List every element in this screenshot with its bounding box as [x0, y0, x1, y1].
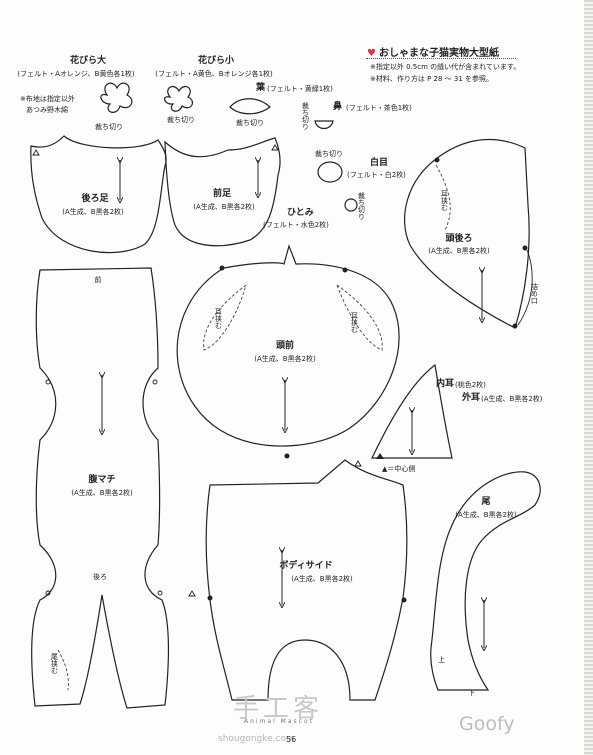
- petal-small-spec: (フェルト・A黄色、Bオレンジ各1枚): [155, 70, 273, 78]
- head-back-shape: [404, 138, 530, 329]
- page-title: ♥おしゃまな子猫実物大型紙: [367, 44, 499, 59]
- outer-ear-name: 外耳: [462, 393, 481, 403]
- dot-head-back-top: [434, 157, 440, 163]
- head-front-name: 頭前: [275, 341, 295, 351]
- front-leg-name: 前足: [212, 189, 232, 199]
- nose-shape: [314, 120, 334, 130]
- heart-icon: ♥: [367, 48, 376, 59]
- page-number: 56: [286, 735, 297, 744]
- tri-body-left: [188, 590, 196, 597]
- pupil-shape: [344, 198, 358, 212]
- leaf-spec: (フェルト・黄緑1枚): [267, 85, 333, 93]
- nose-spec: (フェルト・茶色1枚): [346, 104, 412, 112]
- tail-name: 尾: [481, 497, 491, 507]
- belly-front-mark: 前: [94, 276, 102, 284]
- fabric-note-1: ※布地は指定以外: [20, 95, 75, 103]
- ear-shape: [371, 363, 453, 459]
- petal-small-name: 花びら小: [197, 56, 235, 66]
- petal-large-spec: (フェルト・Aオレンジ、B黄色各1枚): [17, 70, 135, 78]
- notch-belly-4: [157, 590, 163, 596]
- watermark-logo: 手工客: [233, 694, 324, 724]
- back-leg-shape: [30, 135, 167, 254]
- center-mark-legend: ▲＝中心側: [382, 465, 416, 473]
- tail-guide: [57, 649, 69, 691]
- head-back-name: 頭後ろ: [445, 234, 473, 244]
- tri-back-leg: [32, 149, 40, 156]
- ear-guide-right: [203, 284, 247, 351]
- dot-body-right: [401, 597, 407, 603]
- dot-head-back-1: [522, 245, 528, 251]
- center-mark-ear: [376, 453, 384, 459]
- title-rule: [366, 58, 516, 59]
- petal-small-shape: [164, 85, 194, 112]
- belly-spec: (A生成、B黒各2枚): [71, 489, 133, 497]
- cut-label-petal-small: 裁ち切り: [167, 116, 195, 124]
- body-side-shape: [205, 459, 408, 701]
- head-front-shape: [176, 244, 400, 447]
- tail-insert-label: 尾挟む: [50, 653, 59, 674]
- petal-large-shape: [100, 82, 133, 113]
- tri-front-leg: [271, 144, 279, 151]
- head-back-spec: (A生成、B黒各2枚): [428, 247, 490, 255]
- ear-insert-headback: 耳挟む: [440, 190, 449, 211]
- head-front-spec: (A生成、B黒各2枚): [254, 355, 316, 363]
- tail-bottom-mark: 下: [468, 689, 475, 697]
- belly-back-mark: 後ろ: [93, 573, 107, 581]
- front-leg-shape: [164, 137, 281, 247]
- watermark-mascot: Animal Mascot: [244, 718, 314, 725]
- ear-guide-left: [336, 284, 383, 351]
- dot-head-front-bottom: [284, 453, 290, 459]
- eye-white-shape: [317, 161, 343, 183]
- ear-insert-left: 耳挟む: [214, 308, 223, 329]
- nose-name: 鼻: [333, 102, 343, 112]
- cut-label-leaf: 裁ち切り: [236, 119, 264, 127]
- tri-body-right: [354, 460, 362, 467]
- dot-head-front-left: [219, 265, 225, 271]
- belly-shape: [31, 267, 170, 709]
- page-title-text: おしゃまな子猫実物大型紙: [378, 48, 499, 59]
- tail-top-mark: 上: [438, 656, 445, 664]
- fabric-note-2: あつみ野木綿: [26, 106, 68, 114]
- leaf-shape: [229, 98, 271, 115]
- body-side-name: ボディサイド: [279, 561, 333, 571]
- inner-ear-name: 内耳: [436, 379, 455, 389]
- watermark-author: Goofy: [459, 713, 515, 735]
- eye-white-name: 白目: [370, 158, 389, 168]
- belly-name: 腹マチ: [88, 475, 116, 485]
- outer-ear-spec: (A生成、B黒各2枚): [481, 395, 543, 403]
- notch-belly-1: [45, 379, 51, 385]
- cut-label-pupil: 裁ち切り: [357, 192, 366, 220]
- notch-belly-3: [45, 590, 51, 596]
- notch-belly-2: [152, 379, 158, 385]
- eye-white-spec: (フェルト・白2枚): [347, 171, 406, 179]
- page-edge: [584, 0, 593, 755]
- ear-insert-right: 耳挟む: [350, 312, 359, 333]
- back-leg-spec: (A生成、B黒各2枚): [62, 208, 124, 216]
- petal-large-name: 花びら大: [69, 56, 107, 66]
- watermark-site: shougongke.com: [218, 734, 295, 744]
- stuff-opening-label: 詰め口: [530, 283, 539, 304]
- tail-shape: [430, 471, 541, 691]
- cut-label-eye: 裁ち切り: [315, 150, 343, 158]
- body-side-spec: (A生成、B黒各2枚): [291, 575, 353, 583]
- ear-guide-headback: [435, 164, 451, 231]
- cut-label-petal-large: 裁ち切り: [95, 123, 123, 131]
- front-leg-spec: (A生成、B黒各2枚): [193, 203, 255, 211]
- stuff-opening-bracket: [517, 249, 533, 326]
- dot-body-left: [207, 595, 213, 601]
- pupil-name: ひとみ: [287, 208, 314, 218]
- dot-head-front-right: [342, 267, 348, 273]
- pupil-spec: (フェルト・水色2枚): [263, 221, 329, 229]
- tail-spec: (A生成、B黒各2枚): [455, 511, 517, 519]
- back-leg-name: 後ろ足: [81, 194, 109, 204]
- dot-head-back-2: [512, 323, 518, 329]
- note-seam: ※指定以外 0.5cm の縫い代が含まれています。: [370, 63, 521, 71]
- note-materials: ※材料、作り方は P 28 ～ 31 を参照。: [370, 75, 494, 83]
- inner-ear-spec: (桃色2枚): [455, 381, 486, 389]
- cut-label-nose: 裁ち切り: [301, 102, 310, 130]
- leaf-name: 葉: [256, 83, 266, 93]
